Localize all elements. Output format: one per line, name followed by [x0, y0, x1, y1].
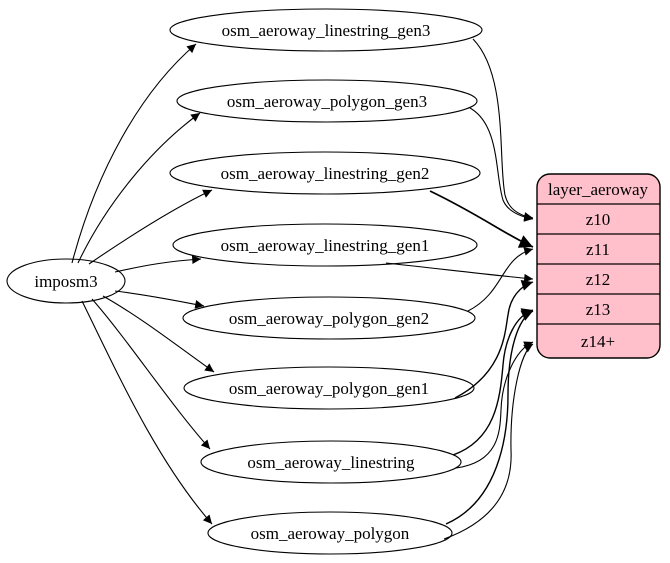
table-node-label: osm_aeroway_linestring_gen2 — [221, 164, 430, 183]
table-node-osm_aeroway_polygon_gen2: osm_aeroway_polygon_gen2 — [182, 296, 476, 340]
edge-osm_aeroway_polygon_gen3-to-z10 — [469, 107, 534, 222]
table-node-label: osm_aeroway_polygon_gen2 — [229, 309, 429, 328]
layer-row-z12: z12 — [586, 270, 611, 289]
edge-imposm3-to-osm_aeroway_polygon_gen2 — [114, 290, 205, 309]
layer-row-z10: z10 — [586, 210, 611, 229]
table-node-label: osm_aeroway_linestring_gen1 — [221, 236, 430, 255]
edge-osm_aeroway_linestring_gen3-to-z10 — [472, 38, 534, 221]
source-node-ellipse — [6, 258, 126, 304]
table-node-ellipse — [183, 366, 475, 410]
edge-osm_aeroway_linestring_gen2-to-z11 — [429, 190, 534, 248]
edge-osm_aeroway_linestring-to-z14plus — [455, 341, 534, 469]
edge-osm_aeroway_linestring-to-z13 — [452, 308, 534, 456]
layer-node-title: layer_aeroway — [548, 180, 649, 199]
table-node-ellipse — [182, 296, 476, 340]
table-node-ellipse — [169, 8, 483, 52]
source-node-imposm3: imposm3 — [6, 258, 126, 304]
table-node-osm_aeroway_linestring_gen1: osm_aeroway_linestring_gen1 — [172, 223, 478, 267]
table-node-label: osm_aeroway_polygon — [251, 524, 410, 543]
layer-row-z11: z11 — [586, 240, 610, 259]
table-node-label: osm_aeroway_polygon_gen1 — [229, 379, 429, 398]
edge-imposm3-to-osm_aeroway_linestring — [91, 298, 211, 450]
table-node-ellipse — [172, 223, 478, 267]
table-node-label: osm_aeroway_linestring — [247, 453, 415, 472]
table-node-osm_aeroway_polygon: osm_aeroway_polygon — [207, 511, 453, 555]
edge-osm_aeroway_polygon-to-z13 — [445, 310, 534, 525]
table-node-label: osm_aeroway_linestring_gen3 — [222, 21, 431, 40]
table-node-osm_aeroway_linestring_gen2: osm_aeroway_linestring_gen2 — [169, 151, 481, 195]
edge-osm_aeroway_polygon_gen1-to-z12 — [454, 279, 534, 399]
edge-imposm3-to-osm_aeroway_polygon_gen1 — [102, 295, 215, 373]
edge-osm_aeroway_linestring_gen1-to-z12 — [385, 262, 534, 283]
edge-imposm3-to-osm_aeroway_polygon — [81, 300, 213, 525]
table-node-label: osm_aeroway_polygon_gen3 — [227, 92, 427, 111]
layer-row-z13: z13 — [586, 300, 611, 319]
table-node-ellipse — [200, 440, 462, 484]
source-node-label: imposm3 — [34, 272, 97, 291]
edge-imposm3-to-osm_aeroway_linestring_gen3 — [71, 43, 197, 264]
edge-osm_aeroway_polygon-to-z14plus — [443, 343, 534, 540]
edge-imposm3-to-osm_aeroway_polygon_gen3 — [77, 112, 201, 264]
edge-imposm3-to-osm_aeroway_linestring_gen1 — [114, 255, 202, 273]
edge-osm_aeroway_polygon_gen2-to-z11 — [467, 247, 534, 312]
table-node-osm_aeroway_linestring_gen3: osm_aeroway_linestring_gen3 — [169, 8, 483, 52]
edge-imposm3-to-osm_aeroway_linestring_gen2 — [88, 189, 213, 265]
table-node-ellipse — [176, 79, 478, 123]
table-node-osm_aeroway_polygon_gen1: osm_aeroway_polygon_gen1 — [183, 366, 475, 410]
layer-row-z14plus: z14+ — [581, 332, 615, 351]
table-node-osm_aeroway_linestring: osm_aeroway_linestring — [200, 440, 462, 484]
table-node-ellipse — [207, 511, 453, 555]
table-node-ellipse — [169, 151, 481, 195]
layer-node-body — [536, 173, 661, 359]
table-node-osm_aeroway_polygon_gen3: osm_aeroway_polygon_gen3 — [176, 79, 478, 123]
layer-node-layer_aeroway: layer_aeroway z10 z11 z12 z13 z14+ — [536, 173, 661, 359]
